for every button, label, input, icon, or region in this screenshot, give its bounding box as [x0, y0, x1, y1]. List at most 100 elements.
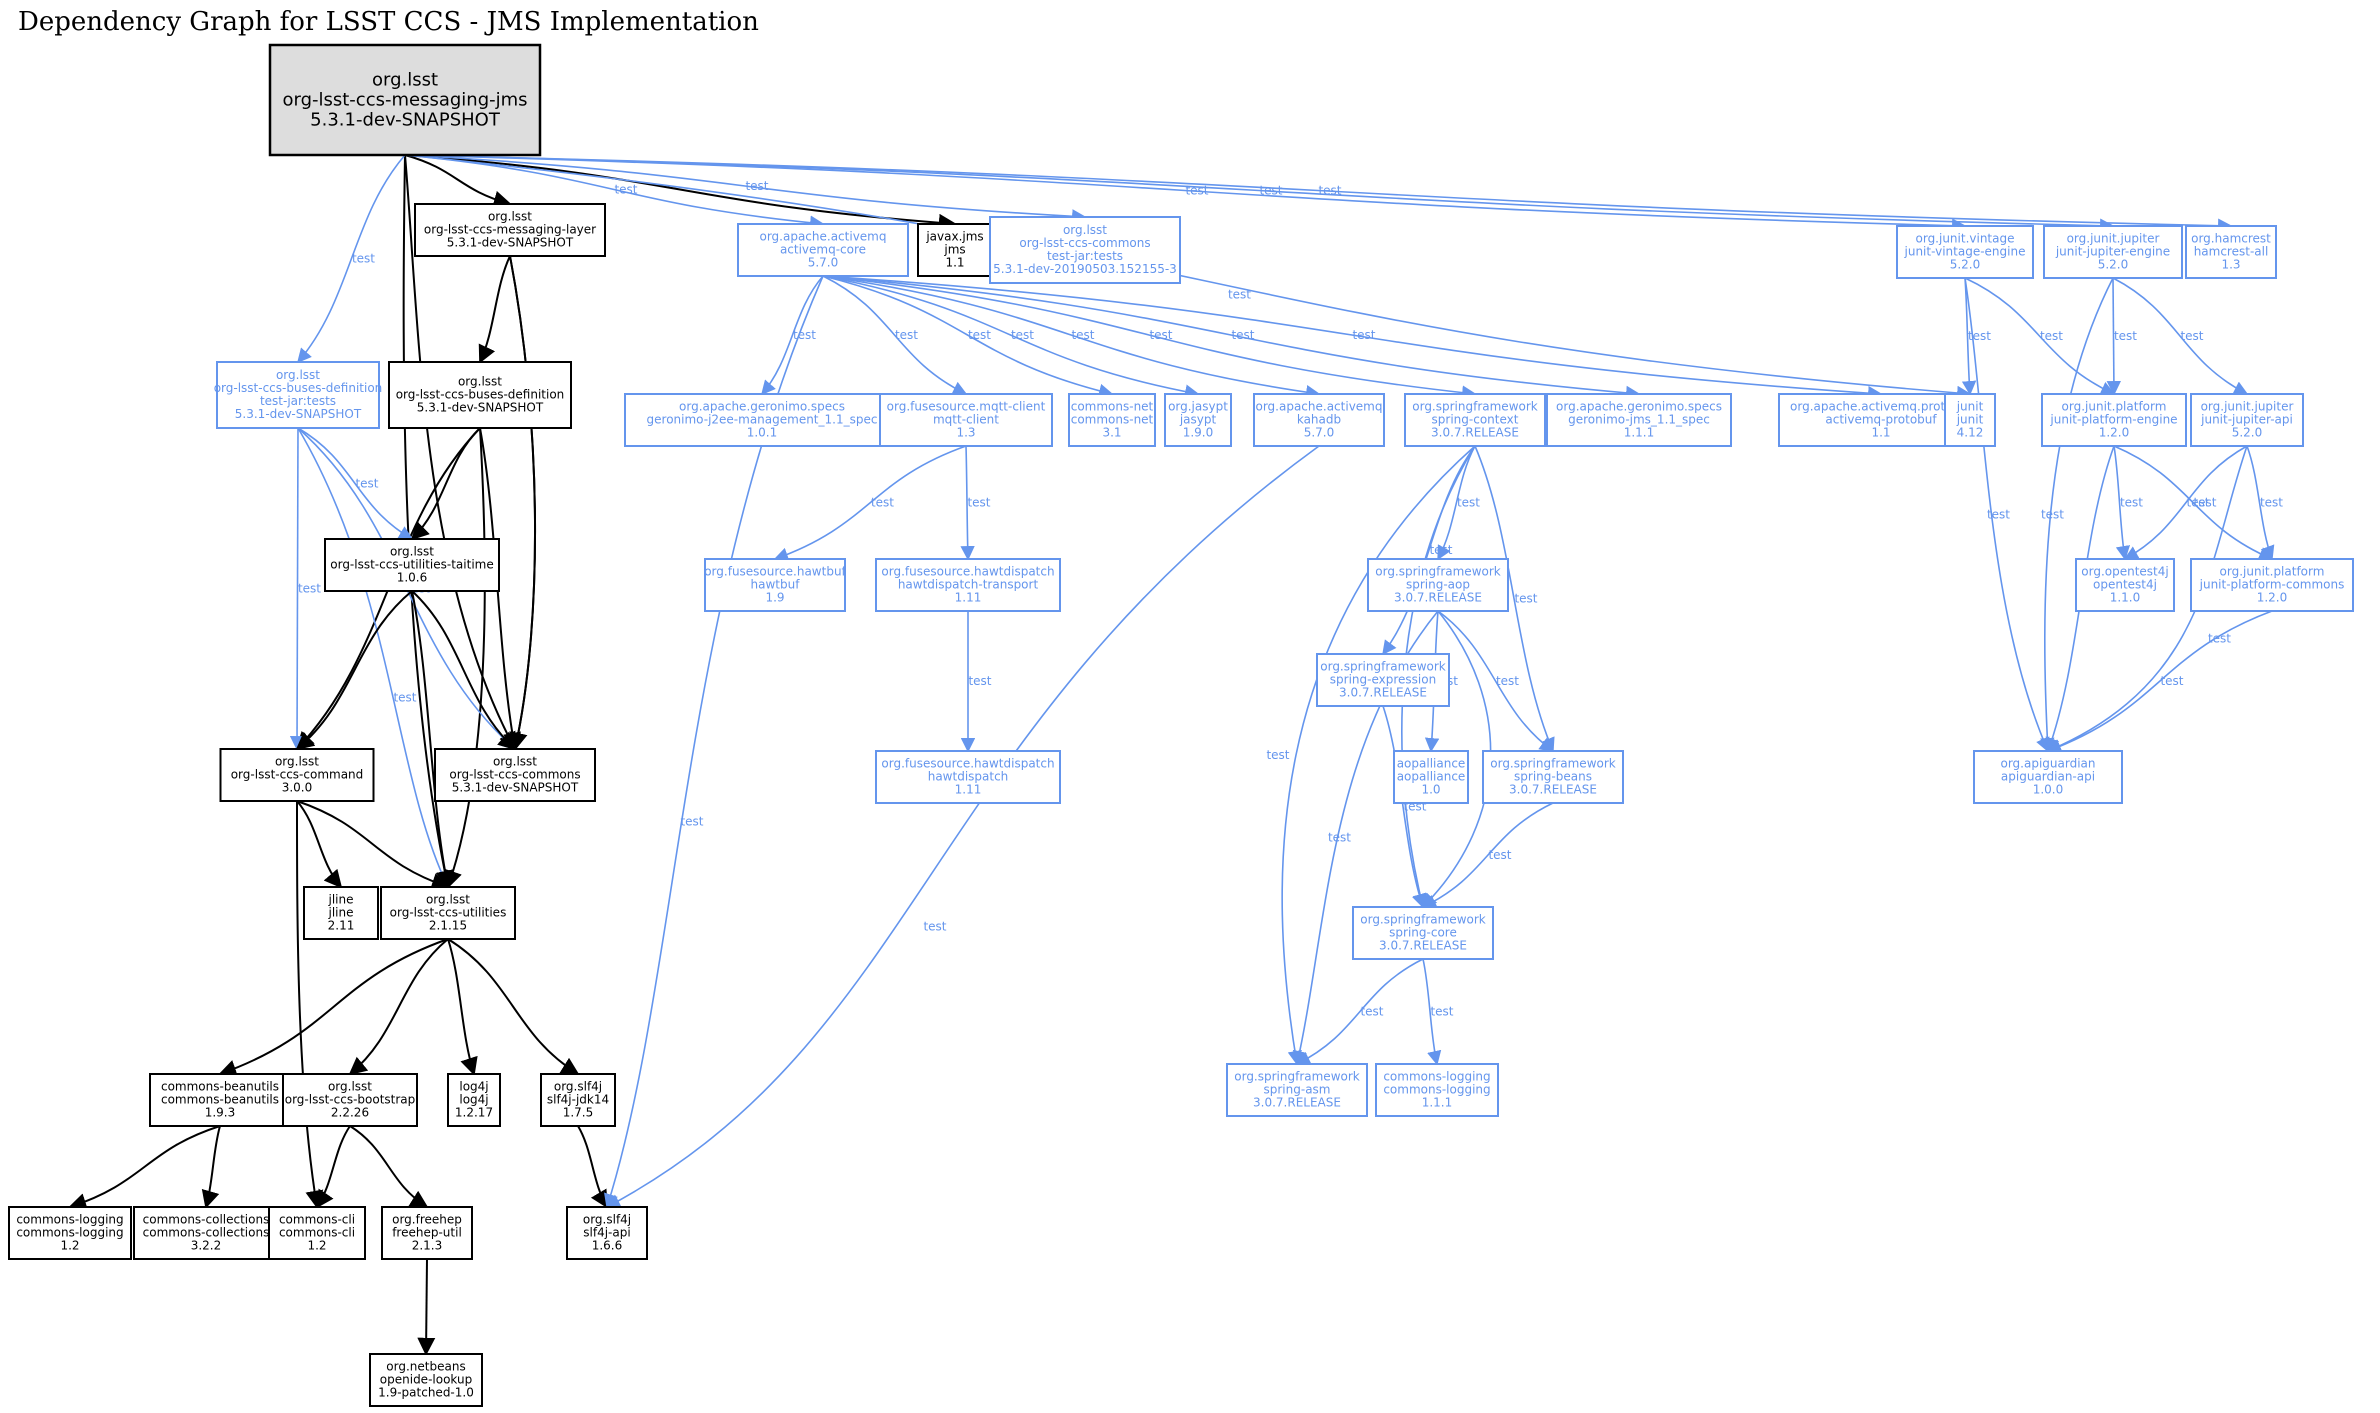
- edge-line: [295, 590, 413, 751]
- node-label-line: org.fusesource.mqtt-client: [887, 400, 1046, 414]
- node-label-line: commons-logging: [16, 1213, 123, 1227]
- node-platform-commons[interactable]: org.junit.platformjunit-platform-commons…: [2190, 558, 2354, 612]
- node-spring-asm[interactable]: org.springframeworkspring-asm3.0.7.RELEA…: [1226, 1063, 1368, 1117]
- node-commons[interactable]: org.lsstorg-lsst-ccs-commons5.3.1-dev-SN…: [434, 748, 596, 802]
- edge-line: [447, 938, 580, 1075]
- edge-label-test: test: [355, 477, 378, 491]
- node-spring-context[interactable]: org.springframeworkspring-context3.0.7.R…: [1404, 393, 1546, 447]
- node-taitime[interactable]: org.lsstorg-lsst-ccs-utilities-taitime1.…: [324, 538, 500, 592]
- node-hawtdispatch[interactable]: org.fusesource.hawtdispatchhawtdispatch1…: [875, 750, 1061, 804]
- node-label-line: 3.0.7.RELEASE: [1509, 783, 1597, 797]
- node-box: [1896, 225, 2034, 279]
- edge-kahadb-to-slf4j-api: test: [605, 445, 1320, 1208]
- node-label-line: org.lsst: [276, 368, 320, 382]
- edge-label-test: test: [2260, 496, 2283, 510]
- node-label-line: org.netbeans: [386, 1360, 465, 1374]
- node-label-line: junit-platform-engine: [2049, 413, 2177, 427]
- edge-label-test: test: [2041, 508, 2064, 522]
- edge-spring-context-to-spring-asm: test: [1266, 445, 1476, 1066]
- node-label-line: org.junit.jupiter: [2201, 400, 2294, 414]
- node-label-line: 2.1.15: [429, 919, 467, 933]
- edge-line: [960, 445, 975, 561]
- edge-activemq-core-to-mqtt-client: test: [822, 275, 968, 395]
- node-box: [1226, 1063, 1368, 1117]
- node-label-line: spring-context: [1432, 413, 1519, 427]
- edge-buses-def-tests-to-utilities: test: [297, 427, 449, 889]
- node-label-line: slf4j-jdk14: [547, 1093, 609, 1107]
- node-box: [381, 1206, 473, 1260]
- node-geronimo-j2ee[interactable]: org.apache.geronimo.specsgeronimo-j2ee-m…: [624, 393, 900, 447]
- node-label-line: 1.2: [60, 1239, 79, 1253]
- node-label-line: geronimo-j2ee-management_1.1_spec: [647, 413, 878, 427]
- node-buses-def-tests[interactable]: org.lsstorg-lsst-ccs-buses-definitiontes…: [214, 361, 383, 429]
- node-buses-def[interactable]: org.lsstorg-lsst-ccs-buses-definition5.3…: [388, 361, 572, 429]
- node-root[interactable]: org.lsstorg-lsst-ccs-messaging-jms5.3.1-…: [268, 43, 542, 157]
- node-openide[interactable]: org.netbeansopenide-lookup1.9-patched-1.…: [369, 1353, 483, 1407]
- node-commons-collections[interactable]: commons-collectionscommons-collections3.…: [133, 1206, 279, 1260]
- node-spring-expression[interactable]: org.springframeworkspring-expression3.0.…: [1316, 653, 1450, 707]
- node-vintage[interactable]: org.junit.vintagejunit-vintage-engine5.2…: [1896, 225, 2034, 279]
- node-platform-engine[interactable]: org.junit.platformjunit-platform-engine1…: [2041, 393, 2187, 447]
- node-hawtdispatch-transport[interactable]: org.fusesource.hawtdispatchhawtdispatch-…: [875, 558, 1061, 612]
- edge-label-test: test: [1430, 1005, 1453, 1019]
- node-box: [917, 223, 993, 277]
- node-spring-aop[interactable]: org.springframeworkspring-aop3.0.7.RELEA…: [1367, 558, 1509, 612]
- node-box: [369, 1353, 483, 1407]
- node-box: [1164, 393, 1232, 447]
- node-label-line: junit-jupiter-api: [2200, 413, 2293, 427]
- node-label-line: spring-core: [1389, 926, 1457, 940]
- node-messaging-layer[interactable]: org.lsstorg-lsst-ccs-messaging-layer5.3.…: [414, 203, 606, 257]
- edge-root-to-javax-jms: [404, 154, 957, 232]
- node-jupiter-engine[interactable]: org.junit.jupiterjunit-jupiter-engine5.2…: [2043, 225, 2183, 279]
- edge-label-test: test: [1968, 329, 1991, 343]
- node-label-line: 1.9-patched-1.0: [378, 1386, 474, 1400]
- node-label-line: org.springframework: [1320, 660, 1446, 674]
- node-label-line: junit: [1956, 413, 1984, 427]
- node-label-line: 5.3.1-dev-SNAPSHOT: [447, 236, 574, 250]
- edge-bootstrap-to-commons-cli: [315, 1125, 351, 1209]
- node-spring-beans[interactable]: org.springframeworkspring-beans3.0.7.REL…: [1482, 750, 1624, 804]
- node-box: [216, 361, 380, 429]
- edge-line: [404, 154, 1087, 224]
- edge-bootstrap-to-freehep: [349, 1125, 429, 1208]
- node-label-line: log4j: [459, 1093, 488, 1107]
- node-label-line: 4.12: [1957, 426, 1984, 440]
- node-spring-core[interactable]: org.springframeworkspring-core3.0.7.RELE…: [1352, 906, 1494, 960]
- node-label-line: hawtdispatch-transport: [898, 578, 1039, 592]
- node-geronimo-jms[interactable]: org.apache.geronimo.specsgeronimo-jms_1.…: [1546, 393, 1732, 447]
- edge-label-test: test: [2114, 329, 2137, 343]
- edge-line: [296, 800, 324, 1209]
- edge-line: [822, 275, 968, 395]
- edge-platform-engine-to-platform-commons: test: [2113, 445, 2274, 561]
- node-box: [1546, 393, 1732, 447]
- edge-line: [447, 938, 478, 1076]
- node-commons-tests[interactable]: org.lsstorg-lsst-ccs-commonstest-jar:tes…: [989, 216, 1181, 284]
- node-box: [737, 223, 909, 277]
- node-label-line: 5.3.1-dev-SNAPSHOT: [452, 781, 579, 795]
